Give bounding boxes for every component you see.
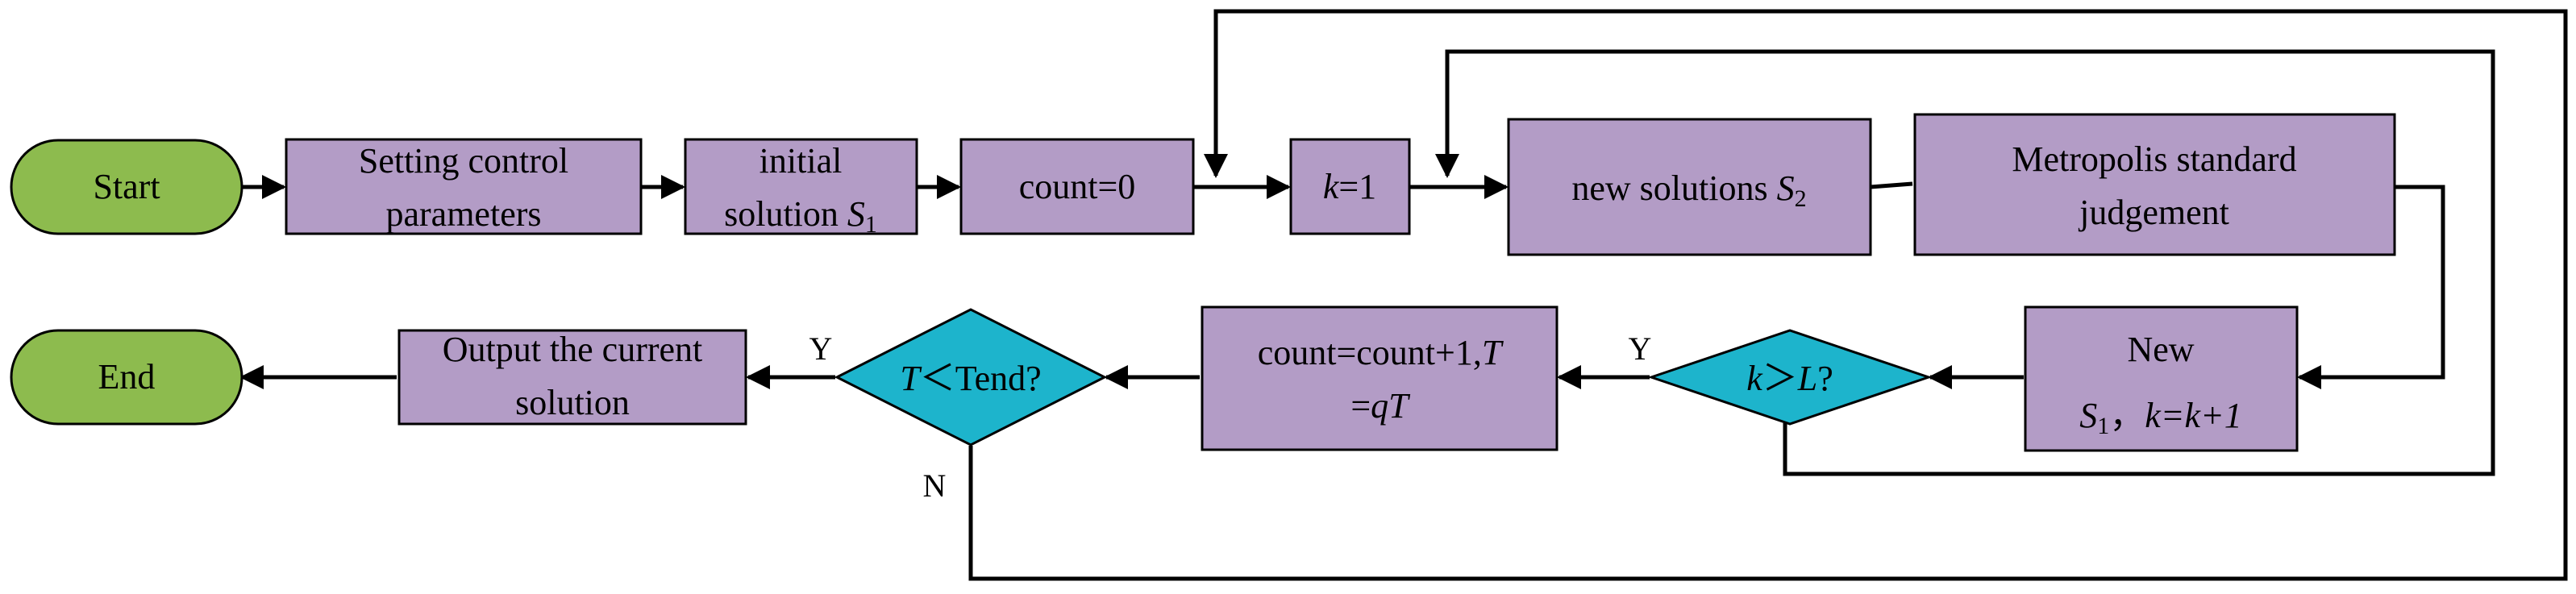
count-update-label-line1: count=count+1,T <box>1258 333 1504 372</box>
setting-label-line1: Setting control <box>359 141 568 181</box>
output-label-line1: Output the current <box>443 330 703 369</box>
count-zero-label: count=0 <box>1019 167 1136 206</box>
new-solutions-label: new solutions S2 <box>1571 168 1806 212</box>
setting-label-line2: parameters <box>386 194 542 234</box>
kl-yes-label: Y <box>1629 330 1652 367</box>
loop-tt-no-to-count <box>968 9 2568 581</box>
tt-yes-label: Y <box>809 330 833 367</box>
metropolis-label-line1: Metropolis standard <box>2012 139 2296 179</box>
metropolis-box: Metropolis standard judgement <box>1913 113 2396 256</box>
end-terminal: End <box>10 329 243 426</box>
setting-control-box: Setting control parameters <box>285 138 643 235</box>
output-label-line2: solution <box>515 383 630 422</box>
end-label: End <box>98 357 156 397</box>
connector-newsol-to-metro <box>1870 181 1913 189</box>
loop-kl-no-to-newsol <box>1435 49 2495 476</box>
connector-metro-to-new <box>2297 185 2445 389</box>
t-less-tend-decision: T＜Tend? <box>834 308 1108 447</box>
t-less-tend-label: T＜Tend? <box>900 359 1041 398</box>
count-zero-box: count=0 <box>959 138 1195 235</box>
start-terminal: Start <box>10 139 243 235</box>
count-update-box: count=count+1,T =qT <box>1201 305 1559 451</box>
k-greater-l-label: k＞L? <box>1746 359 1833 398</box>
new-s1-box: New S1，k=k+1 <box>2024 305 2299 452</box>
new-s1-label-line1: New <box>2127 330 2194 369</box>
k-equals-one-box: k=1 <box>1289 138 1411 235</box>
initial-label-line2: solution S1 <box>724 194 877 238</box>
metropolis-label-line2: judgement <box>2078 193 2229 232</box>
new-s1-label-line2: S1，k=k+1 <box>2079 396 2241 439</box>
k-equals-one-label: k=1 <box>1323 167 1376 206</box>
new-solutions-box: new solutions S2 <box>1507 118 1872 256</box>
start-label: Start <box>93 167 160 206</box>
tt-no-label: N <box>923 467 947 504</box>
k-greater-l-decision: k＞L? <box>1647 329 1933 426</box>
initial-label-line1: initial <box>759 141 843 181</box>
output-solution-box: Output the current solution <box>397 329 747 426</box>
count-update-label-line2: =qT <box>1350 386 1411 426</box>
initial-solution-box: initial solution S1 <box>684 138 918 238</box>
